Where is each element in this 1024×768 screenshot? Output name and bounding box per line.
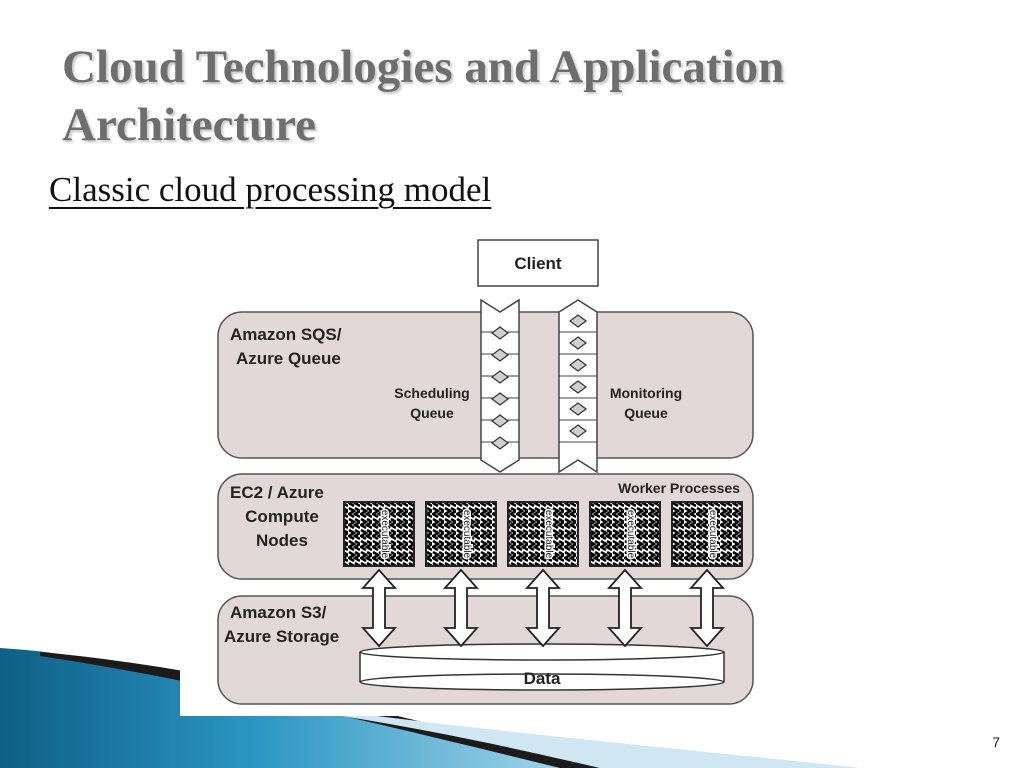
queue-layer-label-2: Azure Queue	[236, 349, 341, 368]
storage-layer-label-1: Amazon S3/	[230, 603, 327, 622]
data-arrow-3	[524, 568, 562, 648]
worker-process-4: executable	[589, 501, 661, 567]
client-box	[477, 239, 599, 287]
worker-label-4: executable	[625, 510, 636, 559]
worker-label-1: executable	[379, 510, 390, 559]
worker-process-1: executable	[343, 501, 415, 567]
scheduling-queue-label-1: Scheduling	[394, 385, 469, 401]
worker-process-5: executable	[671, 501, 743, 567]
worker-processes-label: Worker Processes	[618, 480, 740, 496]
slide-title: Cloud Technologies and Application Archi…	[62, 38, 962, 154]
worker-label-2: executable	[461, 510, 472, 559]
worker-label-5: executable	[707, 510, 718, 559]
data-arrow-5	[688, 568, 726, 648]
cloud-processing-diagram: Client Amazon SQS/ Azure Queue EC2 / Azu…	[180, 232, 760, 716]
scheduling-queue	[480, 298, 520, 473]
monitoring-queue-label-1: Monitoring	[610, 385, 682, 401]
queue-layer-label-1: Amazon SQS/	[230, 325, 342, 344]
compute-layer-label-2: Compute	[245, 507, 319, 526]
data-store	[359, 643, 725, 691]
scheduling-queue-label-2: Queue	[410, 405, 454, 421]
monitoring-queue-label-2: Queue	[624, 405, 668, 421]
page-number: 7	[992, 734, 1000, 750]
data-arrow-4	[606, 568, 644, 648]
data-label: Data	[524, 669, 561, 688]
compute-layer-label-1: EC2 / Azure	[230, 483, 324, 502]
slide-subtitle: Classic cloud processing model	[49, 170, 492, 209]
slide-title-line-1: Cloud Technologies and Application	[62, 41, 785, 93]
slide-title-line-2: Architecture	[62, 99, 317, 151]
monitoring-queue	[558, 299, 598, 474]
worker-process-3: executable	[507, 501, 579, 567]
worker-label-3: executable	[543, 510, 554, 559]
storage-layer-label-2: Azure Storage	[224, 627, 339, 646]
worker-process-2: executable	[425, 501, 497, 567]
client-label: Client	[514, 254, 562, 273]
data-arrow-2	[442, 568, 480, 648]
data-arrow-1	[360, 568, 398, 648]
compute-layer-label-3: Nodes	[256, 531, 308, 550]
